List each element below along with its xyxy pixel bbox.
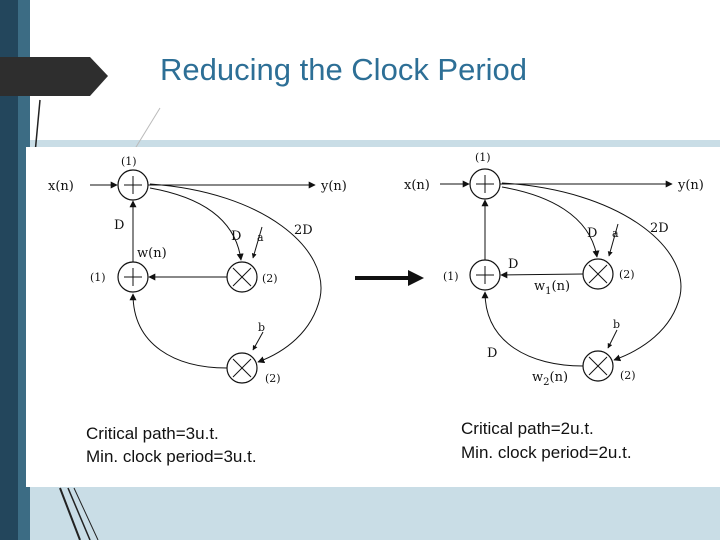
node-tag: (2) [620, 369, 636, 382]
clock-period-caption: Min. clock period=2u.t. [461, 443, 632, 462]
signal-label: w(n) [137, 246, 167, 261]
coef-a-arrow [251, 226, 263, 259]
edge-mult-a-to-adder [500, 271, 584, 279]
output-label: y(n) [320, 179, 347, 194]
node-tag: (2) [265, 372, 281, 385]
times-icon [232, 267, 252, 287]
output-label: y(n) [677, 178, 704, 193]
delay-label: D [114, 218, 124, 233]
edge-d-to-mult-a [149, 187, 244, 261]
coefficient-label: b [258, 321, 265, 334]
coefficient-label: a [257, 231, 264, 244]
delay-label: D [508, 257, 518, 272]
title-tab [0, 57, 108, 96]
content-area [26, 147, 720, 487]
slide-title: Reducing the Clock Period [160, 52, 528, 87]
times-icon [232, 358, 252, 378]
input-label: x(n) [48, 179, 74, 194]
coef-a-arrow [607, 223, 619, 257]
node-tag: (2) [619, 268, 635, 281]
decor-line [67, 487, 91, 540]
edge-2d-to-mult-b [149, 183, 322, 364]
times-icon [588, 356, 608, 376]
critical-path-caption: Critical path=2u.t. [461, 419, 594, 438]
node-tag: (1) [90, 271, 106, 284]
clock-period-caption: Min. clock period=3u.t. [86, 447, 257, 466]
left-graph: x(n) y(n) (1) (1) (2) (2) D w(n) D a 2D … [48, 155, 347, 466]
coefficient-label: a [612, 227, 619, 240]
signal-label-w1: w1(n) [534, 279, 570, 297]
edge-d-to-mult-a [501, 186, 600, 258]
delay-label: D [231, 229, 241, 244]
times-icon [588, 264, 608, 284]
node-tag: (1) [121, 155, 137, 168]
node-tag: (2) [262, 272, 278, 285]
sidebar-strip [0, 0, 18, 540]
input-label: x(n) [404, 178, 430, 193]
coef-b-arrow [252, 331, 264, 351]
node-tag: (1) [443, 270, 459, 283]
edge-mult-b-to-adder [129, 293, 228, 369]
decor-line [73, 487, 99, 540]
delay-label: 2D [294, 223, 313, 238]
coefficient-label: b [613, 318, 620, 331]
delay-label: D [487, 346, 497, 361]
delay-label: D [587, 226, 597, 241]
delay-label: 2D [650, 221, 669, 236]
signal-label-w2: w2(n) [532, 370, 568, 388]
edge-mult-b-to-adder [481, 291, 584, 367]
critical-path-caption: Critical path=3u.t. [86, 424, 219, 443]
coef-b-arrow [607, 329, 618, 349]
transform-arrow-head [408, 270, 424, 286]
right-graph: x(n) y(n) (1) (1) (2) (2) D a 2D D w1(n)… [404, 151, 704, 462]
edge-2d-to-mult-b [501, 182, 682, 362]
decor-line [59, 487, 81, 540]
node-tag: (1) [475, 151, 491, 164]
